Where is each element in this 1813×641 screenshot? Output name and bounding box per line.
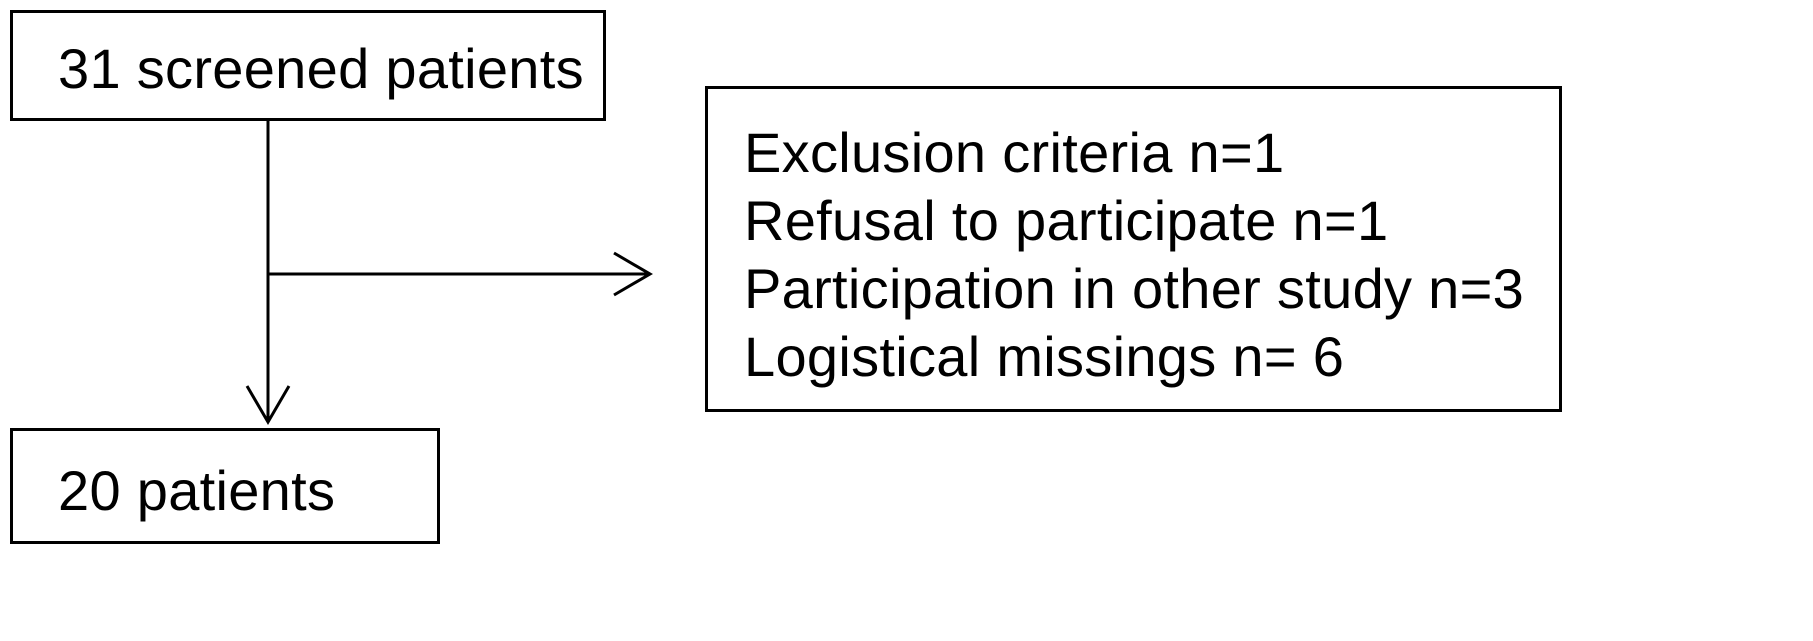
right-arrowhead — [613, 251, 653, 297]
included-patients-label: 20 patients — [58, 459, 336, 522]
exclusion-reasons-box: Exclusion criteria n=1 Refusal to partic… — [705, 86, 1562, 412]
included-patients-box: 20 patients — [10, 428, 440, 544]
exclusion-reasons-list: Exclusion criteria n=1 Refusal to partic… — [744, 119, 1524, 391]
exclusion-item-logistical: Logistical missings n= 6 — [744, 325, 1345, 388]
screened-patients-box: 31 screened patients — [10, 10, 606, 121]
down-arrowhead — [245, 385, 291, 425]
exclusion-item-other-study: Participation in other study n=3 — [744, 257, 1525, 320]
exclusion-item-criteria: Exclusion criteria n=1 — [744, 121, 1285, 184]
exclusion-item-refusal: Refusal to participate n=1 — [744, 189, 1389, 252]
screened-patients-label: 31 screened patients — [58, 37, 584, 100]
